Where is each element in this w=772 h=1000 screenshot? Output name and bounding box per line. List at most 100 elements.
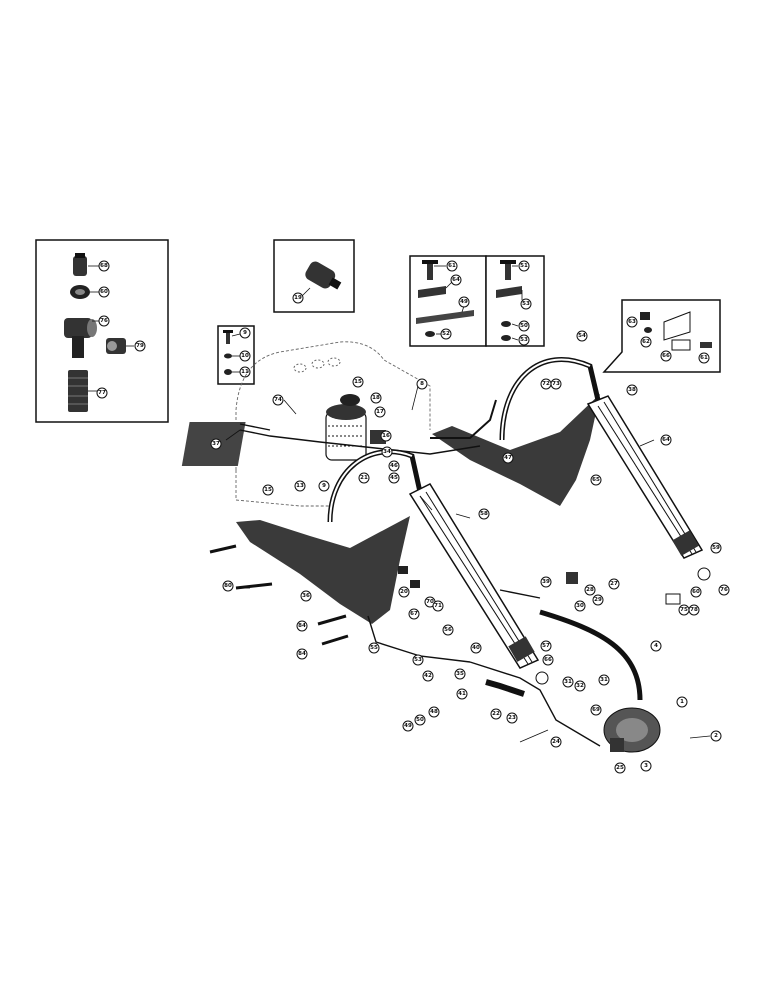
callout-inset-clamp-6: 50 <box>518 320 530 332</box>
svg-text:75: 75 <box>680 607 688 613</box>
svg-text:16: 16 <box>382 433 390 439</box>
svg-text:60: 60 <box>100 289 108 295</box>
callout-inset-bolt-2: 11 <box>239 366 251 378</box>
callout-58: 58 <box>478 508 490 520</box>
svg-text:49: 49 <box>460 299 468 305</box>
callout-37: 37 <box>210 438 222 450</box>
plug-fitting <box>73 253 87 276</box>
svg-text:48: 48 <box>430 709 438 715</box>
callout-67: 67 <box>408 608 420 620</box>
inset-bracket-box: 63 62 66 61 <box>602 299 721 373</box>
callout-50: 50 <box>414 714 426 726</box>
svg-text:2: 2 <box>714 733 718 739</box>
callout-54: 54 <box>576 330 588 342</box>
callout-inset-clamp-1: 64 <box>450 274 462 286</box>
callout-24: 24 <box>550 736 562 748</box>
svg-text:13: 13 <box>296 483 304 489</box>
svg-text:18: 18 <box>372 395 380 401</box>
callout-25: 25 <box>614 762 626 774</box>
svg-text:36: 36 <box>302 593 310 599</box>
svg-text:3: 3 <box>644 763 648 769</box>
callout-74: 74 <box>272 394 284 406</box>
callout-39: 39 <box>540 576 552 588</box>
svg-text:55: 55 <box>370 645 378 651</box>
inset-switch-box: 19 <box>273 239 355 313</box>
callout-18: 18 <box>370 392 382 404</box>
callout-59: 59 <box>710 542 722 554</box>
svg-text:61: 61 <box>700 355 708 361</box>
callout-46: 46 <box>388 460 400 472</box>
svg-text:79: 79 <box>136 343 144 349</box>
mounting-bolts <box>209 544 681 646</box>
svg-text:24: 24 <box>552 739 560 745</box>
callout-65: 65 <box>590 474 602 486</box>
svg-text:23: 23 <box>508 715 516 721</box>
callout-9: 9 <box>318 480 330 492</box>
svg-text:45: 45 <box>390 475 398 481</box>
callout-40: 40 <box>470 642 482 654</box>
svg-text:22: 22 <box>492 711 500 717</box>
svg-text:58: 58 <box>480 511 488 517</box>
callout-28: 28 <box>584 584 596 596</box>
svg-text:61: 61 <box>448 263 456 269</box>
callout-1: 1 <box>676 696 688 708</box>
svg-text:68: 68 <box>100 263 108 269</box>
callout-inset-bracket-0: 63 <box>626 316 638 328</box>
callout-72: 72 <box>540 378 552 390</box>
callout-8: 8 <box>416 378 428 390</box>
svg-text:78: 78 <box>690 607 698 613</box>
callout-57: 57 <box>540 640 552 652</box>
svg-text:64: 64 <box>452 277 460 283</box>
callout-inset-switch-0: 19 <box>292 292 304 304</box>
callout-64: 64 <box>660 434 672 446</box>
left-side-plate <box>236 516 410 624</box>
callout-66: 66 <box>542 654 554 666</box>
svg-text:37: 37 <box>212 441 220 447</box>
svg-text:39: 39 <box>542 579 550 585</box>
svg-text:4: 4 <box>654 643 658 649</box>
svg-text:41: 41 <box>458 691 466 697</box>
svg-text:70: 70 <box>426 599 434 605</box>
svg-text:50: 50 <box>520 323 528 329</box>
callout-inset-fittings-2: 76 <box>98 315 110 327</box>
callout-73: 73 <box>550 378 562 390</box>
inset-fittings-box: 68 60 76 79 77 <box>35 239 169 423</box>
elbow-fitting <box>106 338 126 354</box>
callout-35: 35 <box>454 668 466 680</box>
svg-text:84: 84 <box>298 623 306 629</box>
callout-inset-bolt-1: 10 <box>239 350 251 362</box>
svg-text:69: 69 <box>592 707 600 713</box>
right-side-plate <box>432 394 600 506</box>
svg-text:8: 8 <box>420 381 424 387</box>
callout-33: 31 <box>562 676 574 688</box>
svg-text:53: 53 <box>522 301 530 307</box>
tractor-outline <box>235 341 431 507</box>
callout-27: 27 <box>608 578 620 590</box>
svg-text:53: 53 <box>520 337 528 343</box>
callout-15a: 15 <box>352 376 364 388</box>
callout-32: 32 <box>574 680 586 692</box>
svg-text:31: 31 <box>600 677 608 683</box>
svg-text:31: 31 <box>564 679 572 685</box>
callout-38: 38 <box>626 384 638 396</box>
callout-2: 2 <box>710 730 722 742</box>
callout-inset-clamp-7: 53 <box>518 334 530 346</box>
callout-30: 30 <box>574 600 586 612</box>
right-lift-arm <box>499 357 711 581</box>
svg-text:57: 57 <box>542 643 550 649</box>
callout-inset-bracket-3: 61 <box>698 352 710 364</box>
svg-text:27: 27 <box>610 581 618 587</box>
svg-text:21: 21 <box>360 475 368 481</box>
callout-inset-clamp-3: 52 <box>440 328 452 340</box>
callout-42: 42 <box>422 670 434 682</box>
callout-inset-clamp-4: 51 <box>518 260 530 272</box>
svg-text:15: 15 <box>264 487 272 493</box>
svg-text:76: 76 <box>720 587 728 593</box>
svg-text:19: 19 <box>294 295 302 301</box>
callout-13: 13 <box>294 480 306 492</box>
nut-fitting <box>70 285 90 299</box>
svg-text:66: 66 <box>662 353 670 359</box>
callout-53: 53 <box>412 654 424 666</box>
callout-56: 56 <box>442 624 454 636</box>
callout-49: 49 <box>402 720 414 732</box>
